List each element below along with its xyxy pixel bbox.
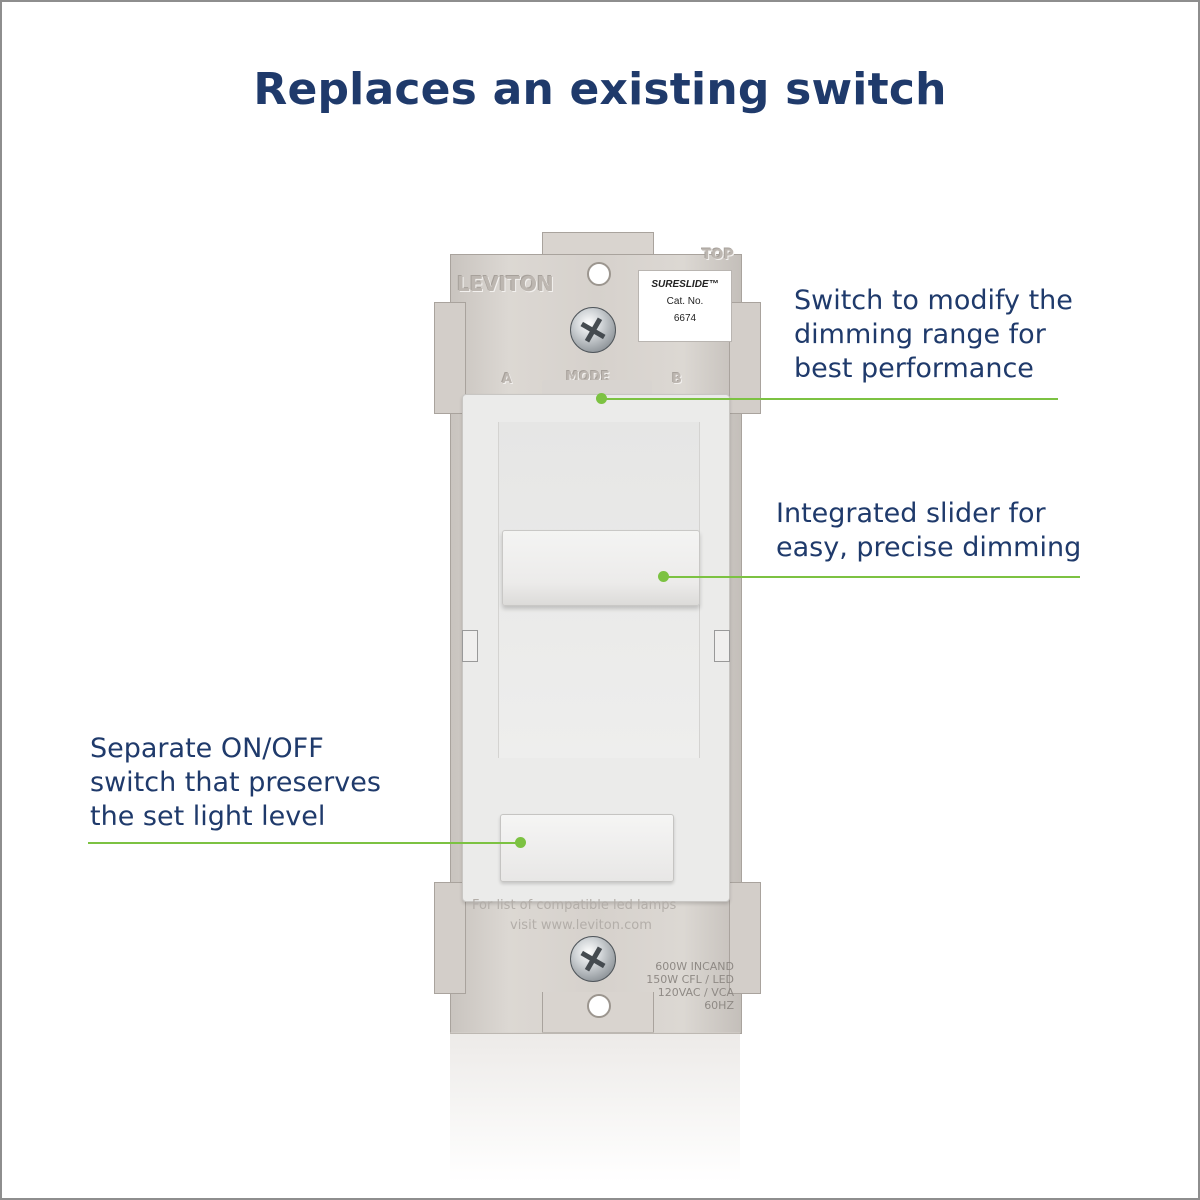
on-off-switch[interactable] — [500, 814, 674, 882]
strap-wing-right-top — [729, 302, 761, 414]
rating-block: 600W INCAND 150W CFL / LED 120VAC / VCA … — [614, 960, 734, 1012]
callout-mode-leader — [602, 398, 1058, 400]
label-number: 6674 — [673, 313, 697, 324]
top-screw-icon — [570, 307, 616, 353]
bottom-screw-icon — [570, 936, 616, 982]
label-cat-no: Cat. No. — [666, 296, 704, 307]
callout-slider-dot — [658, 571, 669, 582]
mode-a-mark: A — [502, 372, 513, 387]
rating-line: 120VAC / VCA — [657, 986, 734, 999]
callout-slider-line: Integrated slider for — [776, 498, 1046, 529]
top-mark: TOP — [702, 247, 734, 263]
mode-b-mark: B — [672, 372, 682, 387]
callout-mode-line: dimming range for — [794, 319, 1046, 350]
product-label: SURESLIDE™ Cat. No. 6674 — [638, 270, 732, 342]
side-clip-left — [462, 630, 478, 662]
headline: Replaces an existing switch — [253, 64, 947, 115]
callout-mode-line: Switch to modify the — [794, 285, 1073, 316]
strap-wing-left-bottom — [434, 882, 466, 994]
callout-onoff-line: the set light level — [90, 801, 326, 832]
callout-mode: Switch to modify the dimming range for b… — [794, 284, 1073, 386]
callout-onoff-leader — [88, 842, 520, 844]
callout-slider: Integrated slider for easy, precise dimm… — [776, 497, 1081, 565]
strap-wing-right-bottom — [729, 882, 761, 994]
mounting-hole-bottom — [587, 994, 611, 1018]
compatibility-text: For list of compatible led lamps — [472, 898, 677, 913]
callout-mode-line: best performance — [794, 353, 1034, 384]
mode-switch[interactable] — [542, 380, 652, 396]
callout-onoff-dot — [515, 837, 526, 848]
side-clip-right — [714, 630, 730, 662]
callout-onoff: Separate ON/OFF switch that preserves th… — [90, 732, 381, 834]
dimming-slider[interactable] — [502, 530, 700, 606]
device-reflection — [450, 1032, 740, 1182]
rating-line: 600W INCAND — [655, 960, 734, 973]
callout-mode-dot — [596, 393, 607, 404]
callout-slider-line: easy, precise dimming — [776, 532, 1082, 563]
callout-onoff-line: Separate ON/OFF — [90, 733, 324, 764]
strap-wing-left-top — [434, 302, 466, 414]
brand-emboss: LEVITON — [457, 272, 554, 296]
callout-slider-leader — [664, 576, 1080, 578]
callout-onoff-line: switch that preserves — [90, 767, 381, 798]
label-brand: SURESLIDE™ — [651, 279, 719, 290]
website-text: visit www.leviton.com — [510, 918, 652, 933]
rating-line: 150W CFL / LED — [646, 973, 734, 986]
mounting-hole-top — [587, 262, 611, 286]
rating-line: 60HZ — [704, 999, 734, 1012]
